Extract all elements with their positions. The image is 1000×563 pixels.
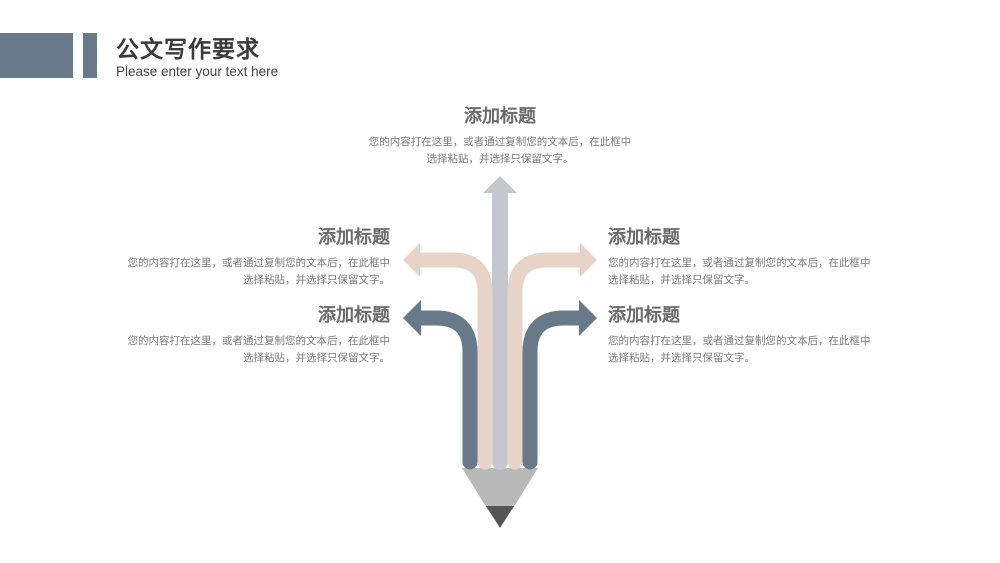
block-body: 您的内容打在这里，或者通过复制您的文本后，在此框中选择粘贴，并选择只保留文字。: [608, 335, 871, 364]
left-peach-arrow-shaft: [410, 252, 493, 470]
center-arrowhead-icon: [483, 176, 517, 193]
text-block-lower-right: 添加标题 您的内容打在这里，或者通过复制您的文本后，在此框中选择粘贴，并选择只保…: [608, 301, 898, 367]
text-block-lower-left: 添加标题 您的内容打在这里，或者通过复制您的文本后，在此框中选择粘贴，并选择只保…: [100, 301, 391, 367]
right-dark-arrowhead-icon: [579, 300, 597, 336]
block-heading: 添加标题: [318, 227, 390, 248]
block-body: 您的内容打在这里，或者通过复制您的文本后，在此框中选择粘贴，并选择只保留文字。: [127, 257, 391, 286]
block-heading: 添加标题: [318, 305, 390, 326]
pencil-lead-icon: [486, 506, 514, 528]
text-block-upper-left: 添加标题 您的内容打在这里，或者通过复制您的文本后，在此框中选择粘贴，并选择只保…: [100, 223, 391, 289]
right-peach-arrow-shaft: [507, 252, 590, 470]
pencil-cone: [462, 468, 538, 510]
left-dark-arrowhead-icon: [403, 300, 421, 336]
block-body: 您的内容打在这里，或者通过复制您的文本后，在此框中选择粘贴，并选择只保留文字。: [608, 257, 871, 286]
block-heading: 添加标题: [608, 305, 680, 326]
right-dark-arrow-shaft: [522, 310, 588, 470]
header-accent-block: [0, 33, 73, 78]
page-title: 公文写作要求: [116, 37, 260, 63]
page-subtitle: Please enter your text here: [116, 64, 279, 79]
text-block-upper-right: 添加标题 您的内容打在这里，或者通过复制您的文本后，在此框中选择粘贴，并选择只保…: [608, 223, 898, 289]
header-accent-stripe: [83, 33, 97, 78]
block-heading: 添加标题: [608, 227, 680, 248]
block-body: 您的内容打在这里，或者通过复制您的文本后，在此框中选择粘贴，并选择只保留文字。: [368, 136, 632, 165]
left-dark-arrow-shaft: [412, 310, 478, 470]
left-peach-arrowhead-icon: [403, 243, 420, 277]
block-body: 您的内容打在这里，或者通过复制您的文本后，在此框中选择粘贴，并选择只保留文字。: [127, 335, 391, 364]
right-peach-arrowhead-icon: [580, 243, 597, 277]
block-heading: 添加标题: [464, 106, 536, 127]
text-block-top: 添加标题 您的内容打在这里，或者通过复制您的文本后，在此框中选择粘贴，并选择只保…: [355, 102, 645, 168]
